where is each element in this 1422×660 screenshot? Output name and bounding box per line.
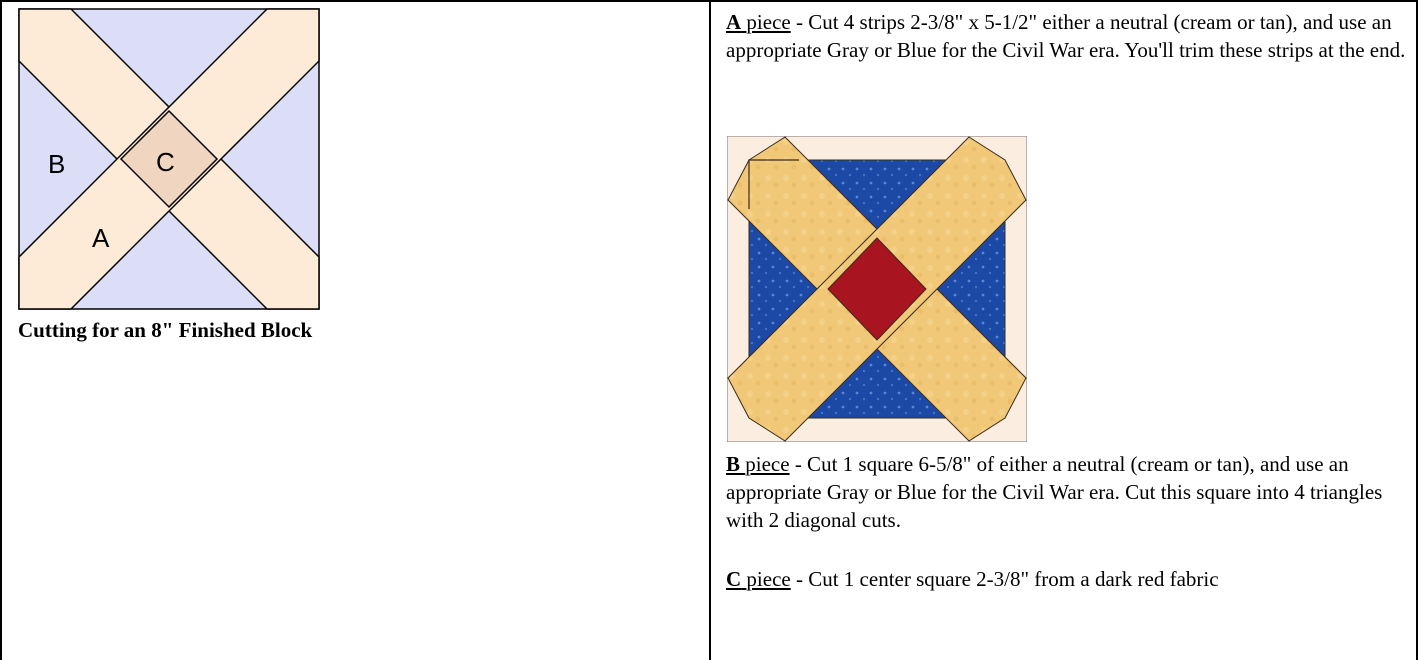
piece-b-instruction: B piece - Cut 1 square 6-5/8" of either … (726, 450, 1406, 534)
label-b: B (48, 149, 65, 179)
fabric-block-svg (727, 136, 1027, 442)
piece-b-word: piece (745, 452, 789, 476)
piece-b-text: - Cut 1 square 6-5/8" of either a neutra… (726, 452, 1382, 532)
block-diagram-svg: B C A (18, 8, 320, 310)
piece-a-text: - Cut 4 strips 2-3/8" x 5-1/2" either a … (726, 10, 1405, 62)
block-caption: Cutting for an 8" Finished Block (18, 318, 312, 343)
piece-c-word: piece (746, 567, 790, 591)
piece-b-letter: B (726, 452, 740, 476)
piece-a-instruction: A piece - Cut 4 strips 2-3/8" x 5-1/2" e… (726, 8, 1406, 64)
piece-a-word: piece (746, 10, 790, 34)
label-a: A (92, 223, 110, 253)
block-diagram: B C A (18, 8, 338, 315)
piece-c-text: - Cut 1 center square 2-3/8" from a dark… (791, 567, 1219, 591)
piece-a-letter: A (726, 10, 741, 34)
piece-c-letter: C (726, 567, 741, 591)
piece-c-instruction: C piece - Cut 1 center square 2-3/8" fro… (726, 565, 1406, 593)
fabric-block-image (727, 136, 1027, 447)
label-c: C (156, 147, 175, 177)
column-divider (709, 0, 711, 660)
